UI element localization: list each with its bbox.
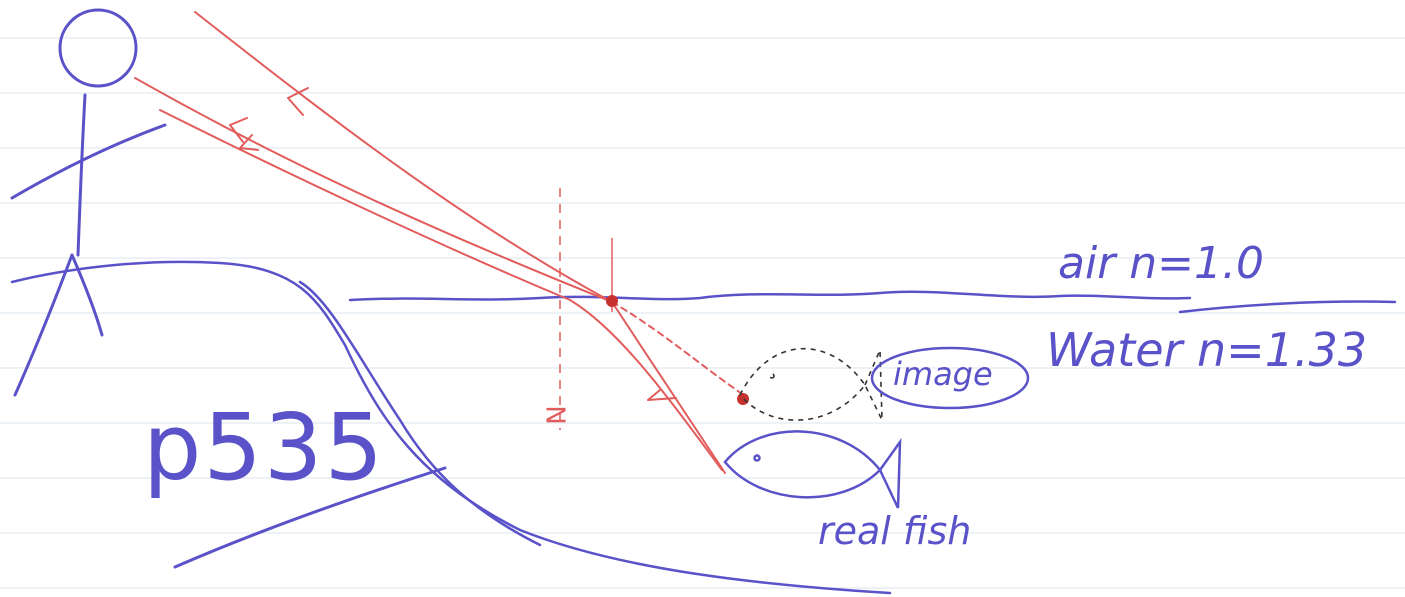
ray-arrow-3 (239, 134, 259, 151)
ray-observer-line (134, 77, 613, 303)
observer-right-leg (70, 253, 104, 337)
ray-virtual-extension (611, 301, 746, 397)
real-fish-icon (723, 430, 902, 509)
image-label-outline (870, 346, 1030, 410)
ray-arrow-1 (287, 87, 309, 116)
image-fish-dashed-fish-icon (739, 347, 883, 421)
shoreline (10, 260, 892, 595)
light-rays (134, 11, 746, 474)
page-underline (173, 466, 447, 569)
ray-lower (159, 109, 723, 471)
real-fish-label: real fish (818, 509, 972, 553)
air-index-label: air n=1.0 (1058, 238, 1264, 289)
normal-line (559, 188, 613, 430)
image-point (737, 393, 749, 405)
ray-upper (194, 11, 613, 303)
image-label: image (893, 355, 993, 393)
ray-refracted (611, 301, 726, 474)
ray-arrow-2 (229, 117, 248, 143)
water-index-label: Water n=1.33 (1046, 323, 1368, 377)
refraction-point (606, 295, 618, 307)
ray-arrow-4 (647, 389, 677, 401)
normal-label: N (542, 405, 573, 425)
page-reference: p535 (143, 394, 385, 501)
water-surface (348, 290, 1397, 314)
observer-arms (10, 123, 167, 200)
observer-head (58, 8, 138, 88)
observer-body (76, 93, 87, 257)
ruled-lines (0, 37, 1405, 589)
